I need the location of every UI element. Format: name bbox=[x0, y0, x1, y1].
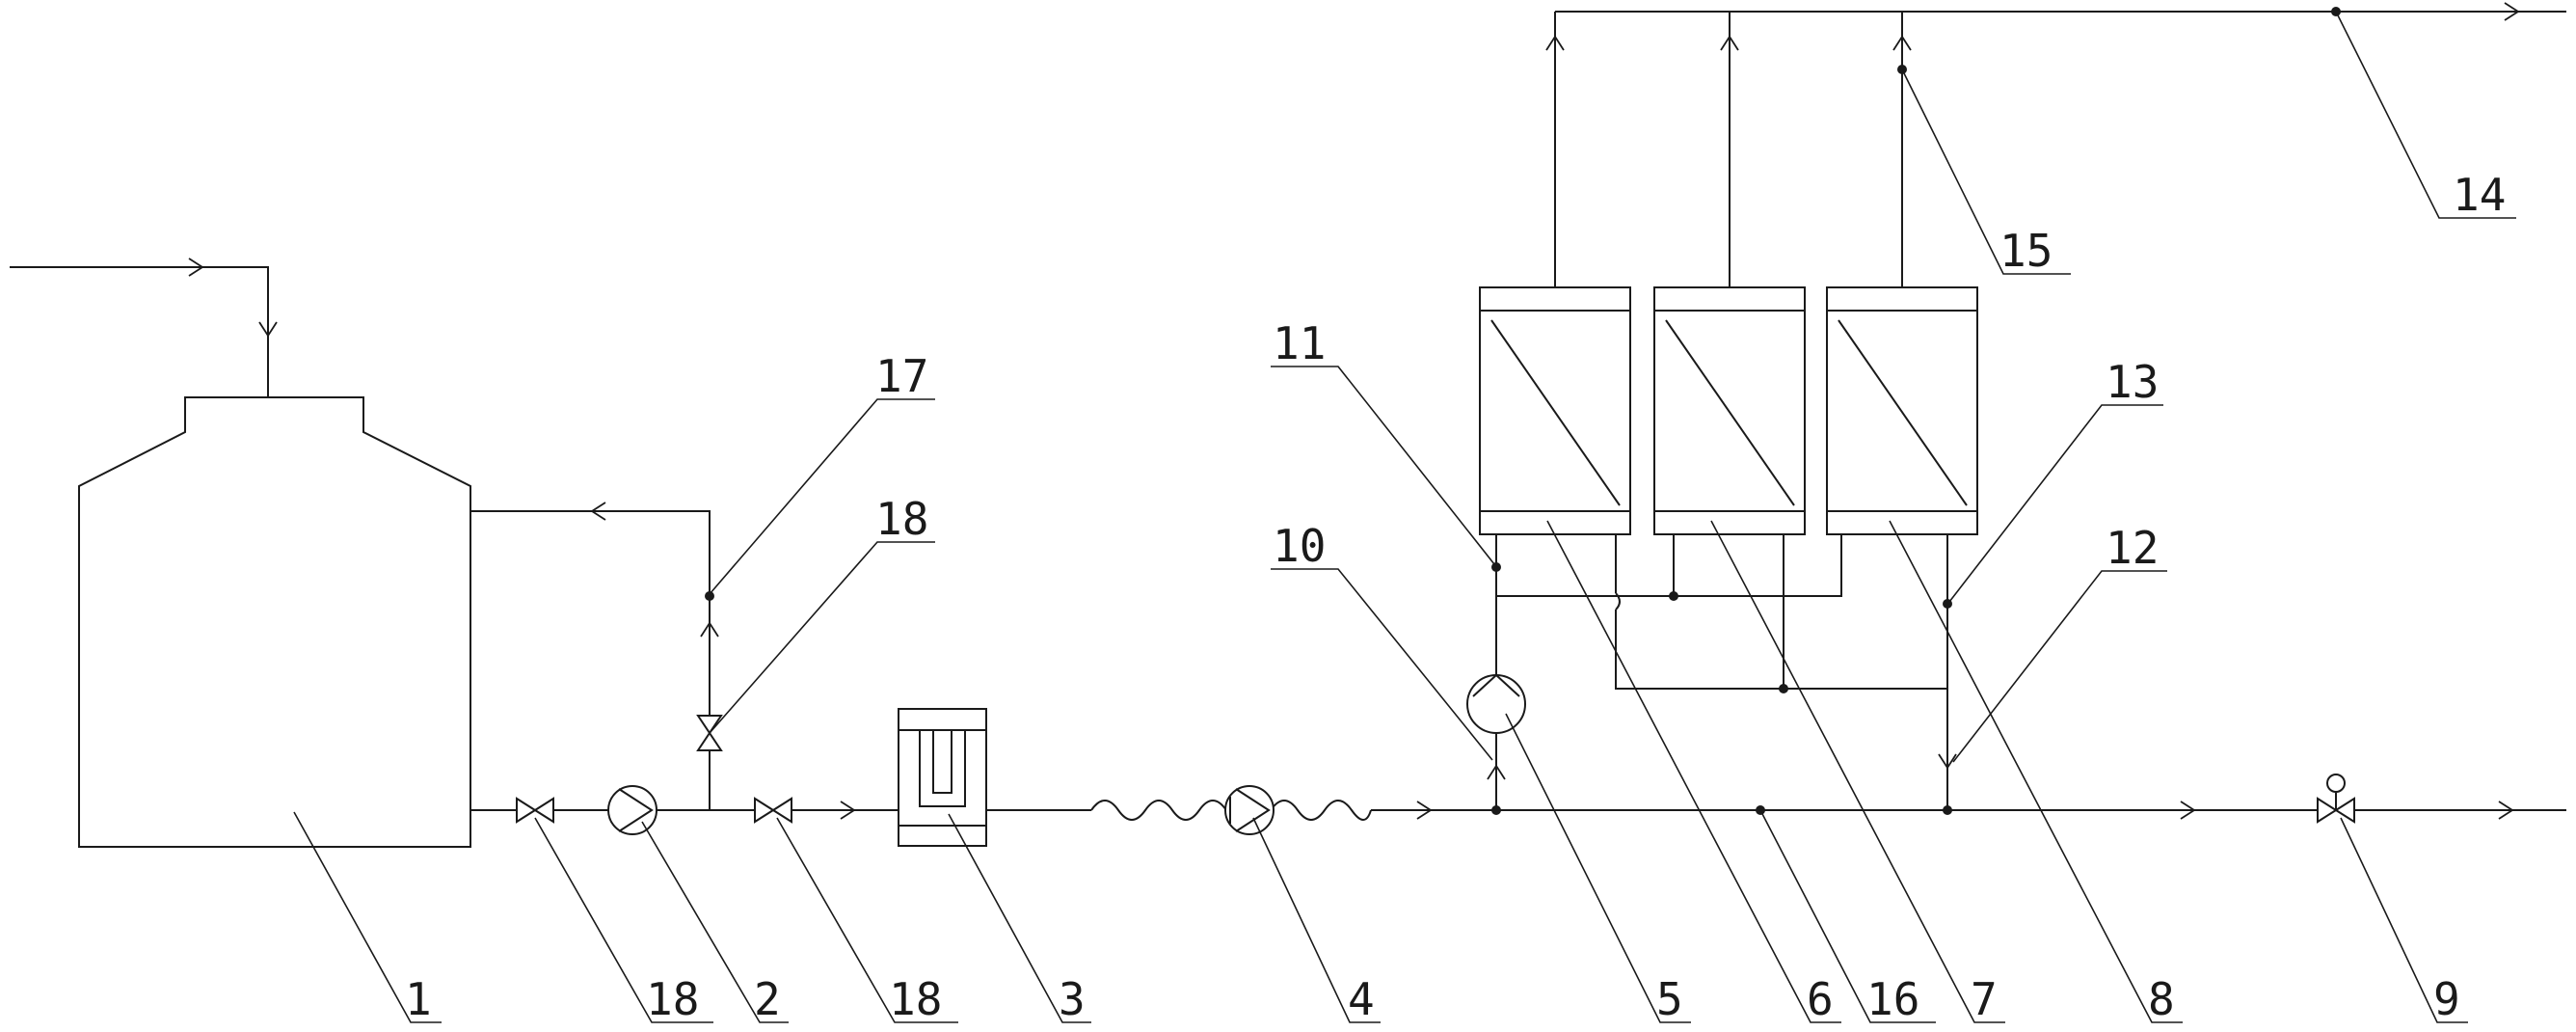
concentrate-collector-13 bbox=[1615, 534, 1957, 810]
flexible-hose-right bbox=[1270, 800, 1372, 821]
label-16-text: 16 bbox=[1866, 973, 1919, 1025]
label-10: 10 bbox=[1271, 520, 1493, 761]
label-6-text: 6 bbox=[1807, 973, 1834, 1025]
label-9: 9 bbox=[2340, 817, 2468, 1025]
label-17-text: 17 bbox=[875, 350, 928, 402]
label-18-top-text: 18 bbox=[875, 493, 928, 545]
flexible-hose-left bbox=[1090, 800, 1227, 821]
label-14-text: 14 bbox=[2453, 169, 2506, 221]
label-15-text: 15 bbox=[1999, 225, 2053, 277]
raw-water-inlet-pipe bbox=[10, 258, 278, 397]
membrane-module-6 bbox=[1479, 286, 1631, 535]
label-2-text: 2 bbox=[754, 973, 781, 1025]
label-2: 2 bbox=[641, 821, 789, 1025]
valve-18-right bbox=[754, 797, 792, 824]
label-7: 7 bbox=[1710, 520, 2005, 1025]
label-10-text: 10 bbox=[1273, 520, 1326, 572]
filter-3 bbox=[898, 708, 987, 847]
permeate-header-14 bbox=[1555, 2, 2566, 21]
main-pipeline-16 bbox=[470, 801, 2566, 820]
label-6: 6 bbox=[1546, 520, 1841, 1025]
label-13-text: 13 bbox=[2106, 356, 2159, 408]
recirculation-line-17 bbox=[470, 502, 719, 810]
label-7-text: 7 bbox=[1971, 973, 1998, 1025]
label-16: 16 bbox=[1759, 809, 1936, 1025]
label-14: 14 bbox=[2336, 13, 2516, 221]
pump-2 bbox=[607, 785, 657, 835]
membrane-module-8 bbox=[1826, 286, 1978, 535]
water-tank-1 bbox=[78, 396, 471, 848]
permeate-outlet-15 bbox=[1545, 12, 1912, 287]
label-4-text: 4 bbox=[1348, 973, 1375, 1025]
label-1-text: 1 bbox=[405, 973, 432, 1025]
label-13: 13 bbox=[1948, 356, 2163, 603]
label-1: 1 bbox=[293, 811, 442, 1025]
label-5-text: 5 bbox=[1656, 973, 1683, 1025]
inlet-header-11 bbox=[1495, 530, 1842, 597]
label-3-text: 3 bbox=[1059, 973, 1086, 1025]
label-3: 3 bbox=[948, 813, 1091, 1025]
booster-pump-5 bbox=[1466, 673, 1526, 734]
label-8: 8 bbox=[1889, 520, 2183, 1025]
membrane-module-7 bbox=[1653, 286, 1806, 535]
label-18-top: 18 bbox=[709, 493, 935, 734]
label-5: 5 bbox=[1505, 713, 1691, 1025]
label-18-right-text: 18 bbox=[889, 973, 942, 1025]
label-11-text: 11 bbox=[1273, 317, 1326, 369]
label-4: 4 bbox=[1252, 817, 1381, 1025]
label-18-right: 18 bbox=[776, 817, 958, 1025]
pump-4 bbox=[1224, 785, 1275, 835]
label-9-text: 9 bbox=[2433, 973, 2460, 1025]
label-8-text: 8 bbox=[2148, 973, 2175, 1025]
label-11: 11 bbox=[1271, 317, 1495, 565]
valve-18-left bbox=[516, 797, 554, 824]
label-15: 15 bbox=[1902, 70, 2071, 277]
label-17: 17 bbox=[709, 350, 935, 595]
label-18-left: 18 bbox=[534, 817, 713, 1025]
label-12: 12 bbox=[1952, 522, 2167, 763]
control-valve-9 bbox=[2317, 774, 2355, 824]
label-18-left-text: 18 bbox=[646, 973, 699, 1025]
label-12-text: 12 bbox=[2106, 522, 2159, 574]
